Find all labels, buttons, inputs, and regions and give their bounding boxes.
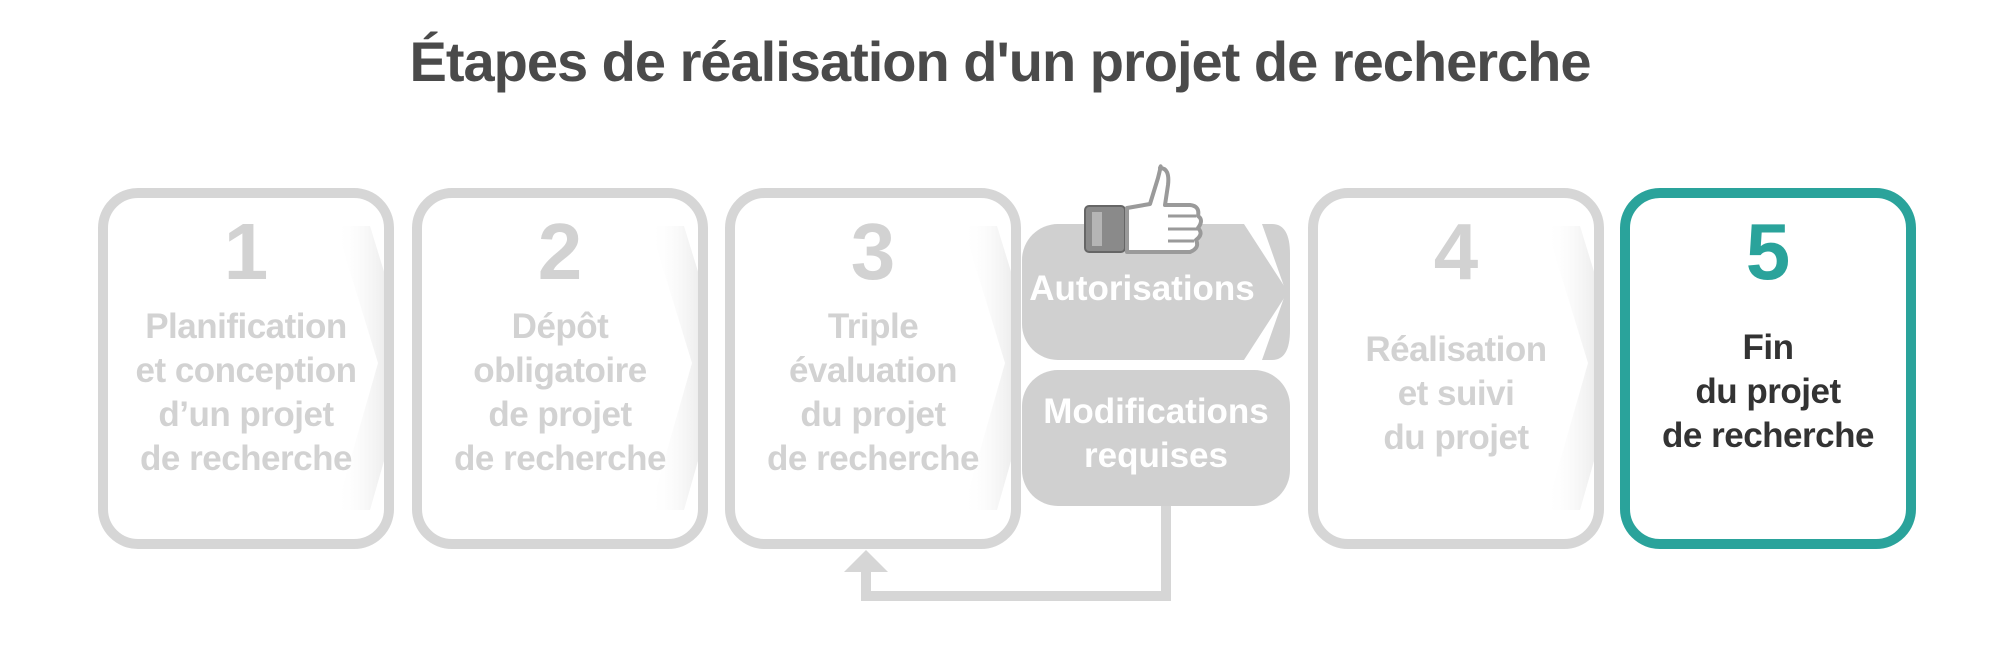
arrow-head-icon (844, 550, 888, 572)
step-number: 2 (537, 207, 583, 296)
chevron-decoration (650, 226, 698, 510)
step-description: Dépôt obligatoire de projet de recherche (454, 307, 666, 478)
step-description: Triple évaluation du projet de recherche (767, 307, 979, 478)
approval-label: Autorisations (1029, 269, 1255, 308)
step-number: 4 (1433, 207, 1479, 296)
step-number: 5 (1745, 207, 1791, 296)
revision-label: Modifications requises (1043, 392, 1269, 475)
step-card-5: 5 Fin du projet de recherche (1620, 188, 1916, 549)
step-number: 3 (850, 207, 896, 296)
step-card-2: 2 Dépôt obligatoire de projet de recherc… (412, 188, 708, 549)
step-description: Planification et conception d’un projet … (135, 307, 357, 478)
step-description: Fin du projet de recherche (1662, 328, 1874, 455)
revision-box: Modifications requises (1022, 370, 1290, 506)
approval-arrow-shape (1022, 224, 1290, 360)
step-description: Réalisation et suivi du projet (1365, 330, 1547, 457)
step-card-1: 1 Planification et conception d’un proje… (98, 188, 394, 549)
chevron-decoration (1546, 226, 1594, 510)
chevron-decoration (336, 226, 384, 510)
step-card-4: 4 Réalisation et suivi du projet (1308, 188, 1604, 549)
step-number: 1 (223, 207, 269, 296)
step-card-3: 3 Triple évaluation du projet de recherc… (725, 188, 1021, 549)
chevron-decoration (963, 226, 1011, 510)
diagram-title: Étapes de réalisation d'un projet de rec… (409, 30, 1591, 93)
